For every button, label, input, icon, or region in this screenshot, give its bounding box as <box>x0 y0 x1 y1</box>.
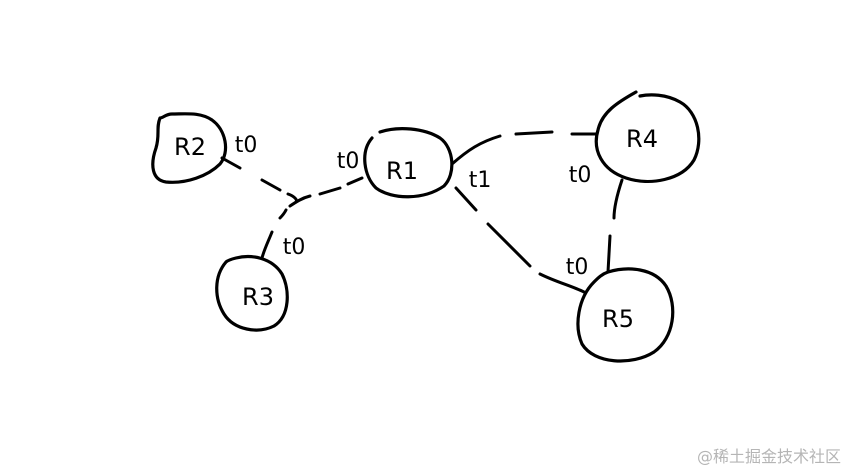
link-segment <box>220 156 242 170</box>
node-r4-label: R4 <box>626 125 658 153</box>
link-r1-r4 <box>450 130 598 166</box>
link-r2-junction <box>220 156 298 204</box>
link-segment <box>260 178 282 192</box>
node-r3: R3 <box>215 254 289 332</box>
node-r2: R2 <box>151 112 228 184</box>
node-r1-outline <box>363 127 454 199</box>
link-r1-r5 <box>454 186 586 294</box>
link-segment <box>288 194 312 208</box>
node-r3-outline <box>215 254 289 332</box>
link-segment <box>454 186 478 212</box>
node-r5: R5 <box>576 267 675 363</box>
link-segment <box>606 234 612 274</box>
port-label-r4: t0 <box>569 163 592 188</box>
node-r2-outline <box>151 112 228 184</box>
link-segment <box>486 222 532 268</box>
link-segment <box>450 134 502 166</box>
link-segment <box>278 208 288 220</box>
port-label-r1-right: t1 <box>469 168 492 193</box>
port-label-r5: t0 <box>566 255 589 280</box>
link-segment <box>538 272 586 294</box>
node-r4: R4 <box>594 90 701 184</box>
node-r1-label: R1 <box>386 157 418 185</box>
port-label-r1-left: t0 <box>337 149 360 174</box>
port-label-r3: t0 <box>283 235 306 260</box>
link-r4-r5 <box>606 178 624 274</box>
port-label-r2: t0 <box>235 133 258 158</box>
node-r3-label: R3 <box>242 283 274 311</box>
link-segment <box>260 230 274 260</box>
node-r4-outline <box>594 90 701 184</box>
link-segment <box>286 192 298 204</box>
link-segment <box>318 186 342 196</box>
link-segment <box>612 178 624 220</box>
link-segment <box>514 130 554 136</box>
node-r2-label: R2 <box>174 133 206 161</box>
link-junction-r1 <box>288 176 364 208</box>
link-segment <box>346 176 364 186</box>
watermark: @稀土掘金技术社区 <box>696 447 841 466</box>
node-r5-label: R5 <box>602 305 634 333</box>
link-junction-r3 <box>260 208 288 260</box>
node-r1: R1 <box>363 127 454 199</box>
